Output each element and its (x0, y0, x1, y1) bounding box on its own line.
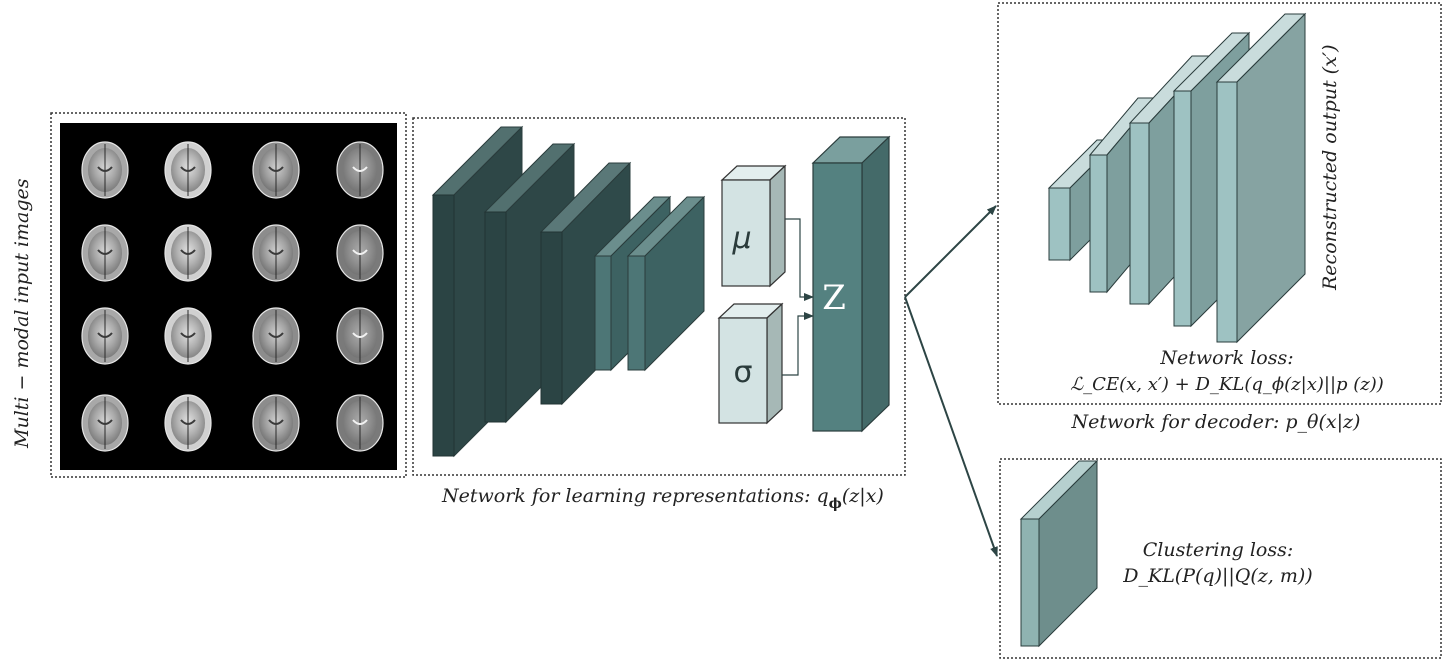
brain-thumbnail (81, 224, 129, 282)
brain-thumbnail (336, 307, 384, 365)
encoder-panel-border (412, 117, 906, 476)
network-loss-formula: ℒ_CE(x, x′) + D_KL(q_ϕ(z|x)||p (z)) (1070, 374, 1384, 395)
brain-thumbnail (252, 307, 300, 365)
decoder-caption: Network for decoder: p_θ(x|z) (1071, 411, 1361, 433)
mu-to-z-connector (785, 218, 814, 301)
brain-thumbnail (336, 141, 384, 199)
encoder-caption-tail: (z|x) (842, 485, 884, 507)
brain-thumbnail (252, 394, 300, 452)
encoder-caption-subscript: ϕ (829, 496, 842, 512)
clustering-loss-formula: D_KL(P(q)||Q(z, m)) (1122, 565, 1312, 587)
network-loss-title: Network loss: (1159, 347, 1293, 369)
brain-thumbnail (164, 141, 212, 199)
input-panel-border (50, 112, 407, 478)
reconstructed-output-label: Reconstructed output (x′) (1319, 44, 1341, 291)
arrow-to-decoder (904, 205, 997, 298)
clustering-block (1019, 459, 1099, 648)
brain-thumbnail (81, 307, 129, 365)
brain-thumbnails (81, 141, 384, 452)
clustering-panel-border (999, 458, 1442, 659)
decoder-panel-border (997, 2, 1442, 405)
decoder-layer-5 (1215, 12, 1307, 344)
brain-thumbnail (81, 394, 129, 452)
brain-thumbnail (252, 141, 300, 199)
sigma-block: σ (717, 302, 784, 425)
brain-thumbnail (252, 224, 300, 282)
brain-thumbnail (164, 307, 212, 365)
encoder-layer-5 (626, 195, 706, 372)
encoder-caption: Network for learning representations: qϕ… (441, 485, 884, 512)
brain-thumbnail (81, 141, 129, 199)
sigma-to-z-connector (782, 312, 814, 376)
mu-symbol: μ (731, 221, 751, 256)
brain-thumbnail (164, 394, 212, 452)
arrow-to-clustering (904, 296, 998, 557)
mu-block: μ (720, 164, 787, 288)
brain-thumbnail (336, 224, 384, 282)
encoder-caption-main: Network for learning representations: q (441, 485, 829, 507)
sigma-symbol: σ (733, 355, 752, 390)
latent-z-symbol: Z (822, 278, 846, 318)
input-images-label: Multi − modal input images (11, 178, 33, 449)
brain-thumbnail (164, 224, 212, 282)
clustering-loss-title: Clustering loss: (1143, 539, 1294, 561)
latent-z-block: Z (811, 135, 891, 433)
brain-thumbnail (336, 394, 384, 452)
